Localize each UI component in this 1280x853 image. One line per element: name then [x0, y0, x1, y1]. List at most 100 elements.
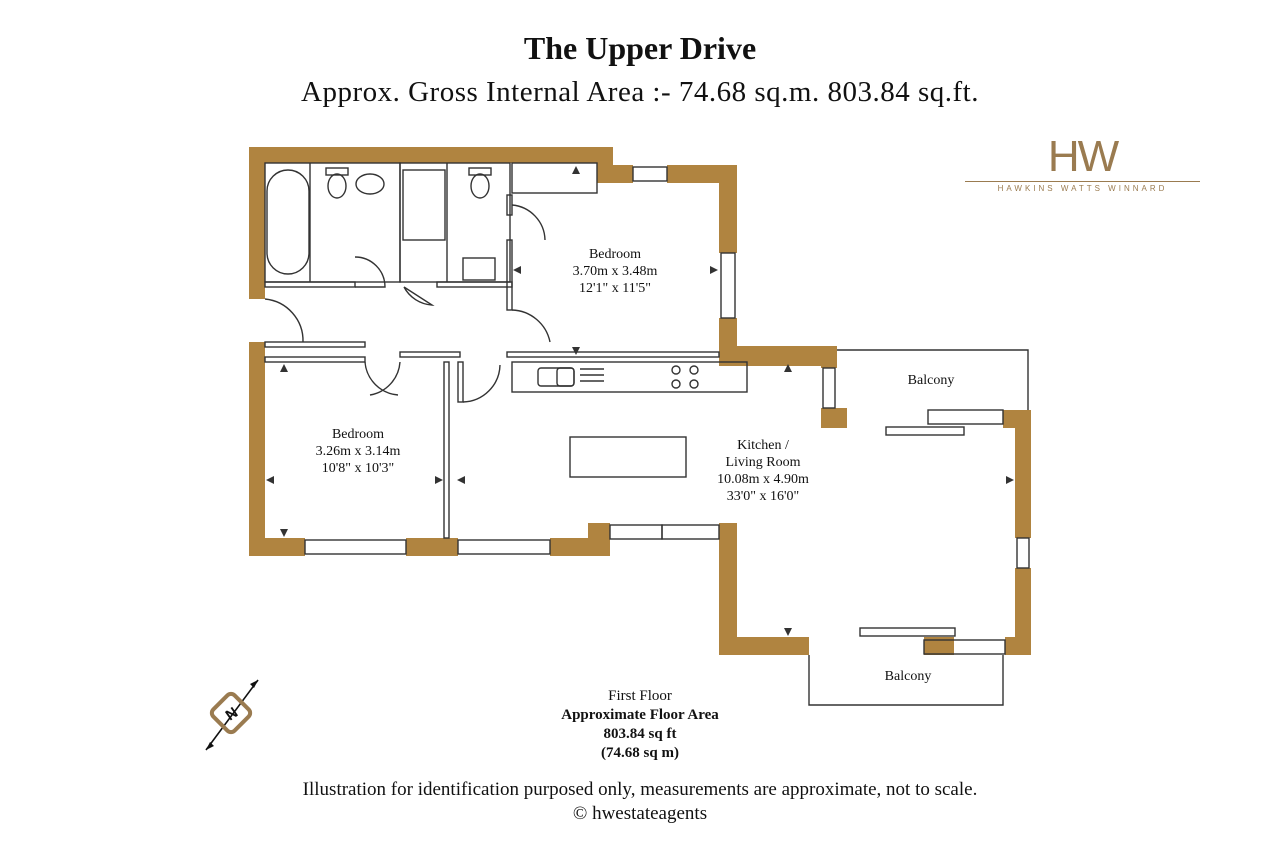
bathtub: [266, 169, 310, 275]
wall-bedroom1-top-a: [597, 165, 633, 183]
door-bedroom1: [511, 309, 551, 343]
wall-top-left: [249, 147, 613, 163]
hall-wall-bedroom1-left-2: [506, 239, 513, 311]
arrow-k-bottom: [784, 628, 792, 636]
wall-bedroom2-bottom-b: [406, 538, 458, 556]
wall-bedroom2-bottom-a: [249, 538, 305, 556]
bedroom-2-imperial: 10'8" x 10'3": [321, 461, 395, 476]
window-kitchen-bottom-a: [609, 524, 663, 540]
door-front: [264, 298, 304, 343]
door-kitchen: [462, 364, 501, 403]
bath-room: [264, 162, 401, 283]
arrow-k-right: [1006, 476, 1014, 484]
sink-2: [556, 367, 575, 387]
wall-left-upper: [249, 147, 265, 299]
bedroom-1-label: Bedroom 3.70m x 3.48m 12'1" x 11'5": [555, 246, 675, 297]
door-wardrobe: [511, 204, 546, 241]
basin-1: [355, 173, 385, 195]
plan-title: The Upper Drive: [523, 30, 757, 66]
arrow-b1-right: [710, 266, 718, 274]
arrow-b2-bottom: [280, 529, 288, 537]
wall-kitchen-right-upper: [1015, 410, 1031, 538]
window-hall-bottom: [457, 539, 551, 555]
kitchen-counter: [511, 361, 748, 393]
balcony-1-door-b: [885, 426, 965, 436]
bedroom-1-imperial: 12'1" x 11'5": [579, 281, 651, 296]
arrow-b2-right: [435, 476, 443, 484]
window-bedroom2-bottom: [304, 539, 407, 555]
wall-kitchen-bottom-a: [719, 637, 809, 655]
balcony-1-label: Balcony: [907, 373, 955, 388]
kitchen-label: Kitchen / Living Room 10.08m x 4.90m 33'…: [703, 437, 823, 505]
wall-kitchen-left-lower: [719, 523, 737, 655]
interior-lines: [264, 162, 1030, 706]
bedroom-1-name: Bedroom: [588, 247, 642, 262]
hw-logo: HW HAWKINS WATTS WINNARD: [965, 132, 1200, 197]
arrow-b2-left: [266, 476, 274, 484]
wall-kitchen-top-right: [821, 346, 837, 368]
wall-kitchen-right-lower: [1015, 568, 1031, 655]
basin-2: [462, 257, 496, 281]
door-bedroom2: [364, 361, 399, 396]
compass-arrow-head: [250, 680, 258, 688]
balcony-2-door-b: [923, 639, 1006, 655]
balcony-1-door-a: [927, 409, 1004, 425]
arrow-k-top: [784, 364, 792, 372]
wall-kitchen-bottom-b: [924, 637, 954, 655]
window-kitchen-right: [1016, 537, 1030, 569]
bedroom-2-name: Bedroom: [331, 427, 385, 442]
hob-1: [671, 365, 681, 375]
hob-4: [689, 379, 699, 389]
hall-wall-top-2: [436, 281, 513, 288]
logo-text: HAWKINS WATTS WINNARD: [997, 184, 1168, 193]
toilet-1-cistern: [325, 167, 349, 176]
bedroom2-top-wall: [264, 356, 366, 363]
wall-left-mid: [249, 342, 265, 556]
wall-bedroom1-right-upper: [719, 165, 737, 253]
arrow-b2-top: [280, 364, 288, 372]
balcony-2-door-a: [859, 627, 956, 637]
logo-divider: [965, 181, 1200, 182]
door-bath: [354, 256, 386, 288]
floor-area-sqft: 803.84 sq ft: [603, 726, 677, 742]
hob-3: [671, 379, 681, 389]
floor-level: First Floor: [608, 688, 672, 704]
shower-tray: [402, 169, 446, 241]
hall-wall-bottom: [264, 341, 366, 348]
wall-step: [719, 346, 837, 366]
bedroom-1-metric: 3.70m x 3.48m: [572, 264, 658, 279]
wall-pillar: [821, 408, 847, 428]
kitchen-left-wall: [457, 361, 464, 403]
window-balcony-top: [822, 367, 836, 409]
wardrobe: [511, 162, 598, 194]
arrow-k-left: [457, 476, 465, 484]
balcony-1-railing: [837, 349, 1029, 410]
copyright-text: © hwestateagents: [572, 803, 708, 824]
kitchen-name-1: Kitchen /: [737, 438, 789, 453]
bedroom2-right-wall: [443, 361, 450, 539]
arrow-b1-top: [572, 166, 580, 174]
bedroom1-bottom-wall: [506, 351, 720, 358]
door-ensuite: [403, 286, 435, 306]
arrow-b1-bottom: [572, 347, 580, 355]
compass-badge: [209, 691, 253, 735]
window-kitchen-bottom-b: [661, 524, 720, 540]
ensuite-room: [399, 162, 511, 283]
gross-area-subtitle: Approx. Gross Internal Area :- 74.68 sq.…: [301, 76, 979, 108]
door-hall-right: [369, 361, 401, 396]
logo-mark: HW: [1047, 132, 1119, 181]
kitchen-imperial: 33'0" x 16'0": [726, 489, 800, 504]
toilet-2-cistern: [468, 167, 492, 176]
floor-area-sqm: (74.68 sq m): [601, 745, 679, 761]
disclaimer-text: Illustration for identification purposed…: [302, 779, 978, 800]
footer: Illustration for identification purposed…: [0, 778, 1280, 826]
window-bedroom1-right: [720, 252, 736, 319]
compass-arrow-line: [205, 679, 259, 751]
toilet-2: [470, 173, 490, 199]
hob-2: [689, 365, 699, 375]
floor-area-label: Approximate Floor Area: [561, 707, 719, 723]
wall-bottom-step: [588, 523, 610, 556]
hall-wall-top: [264, 281, 356, 288]
bedroom-2-metric: 3.26m x 3.14m: [315, 444, 401, 459]
toilet-1: [327, 173, 347, 199]
